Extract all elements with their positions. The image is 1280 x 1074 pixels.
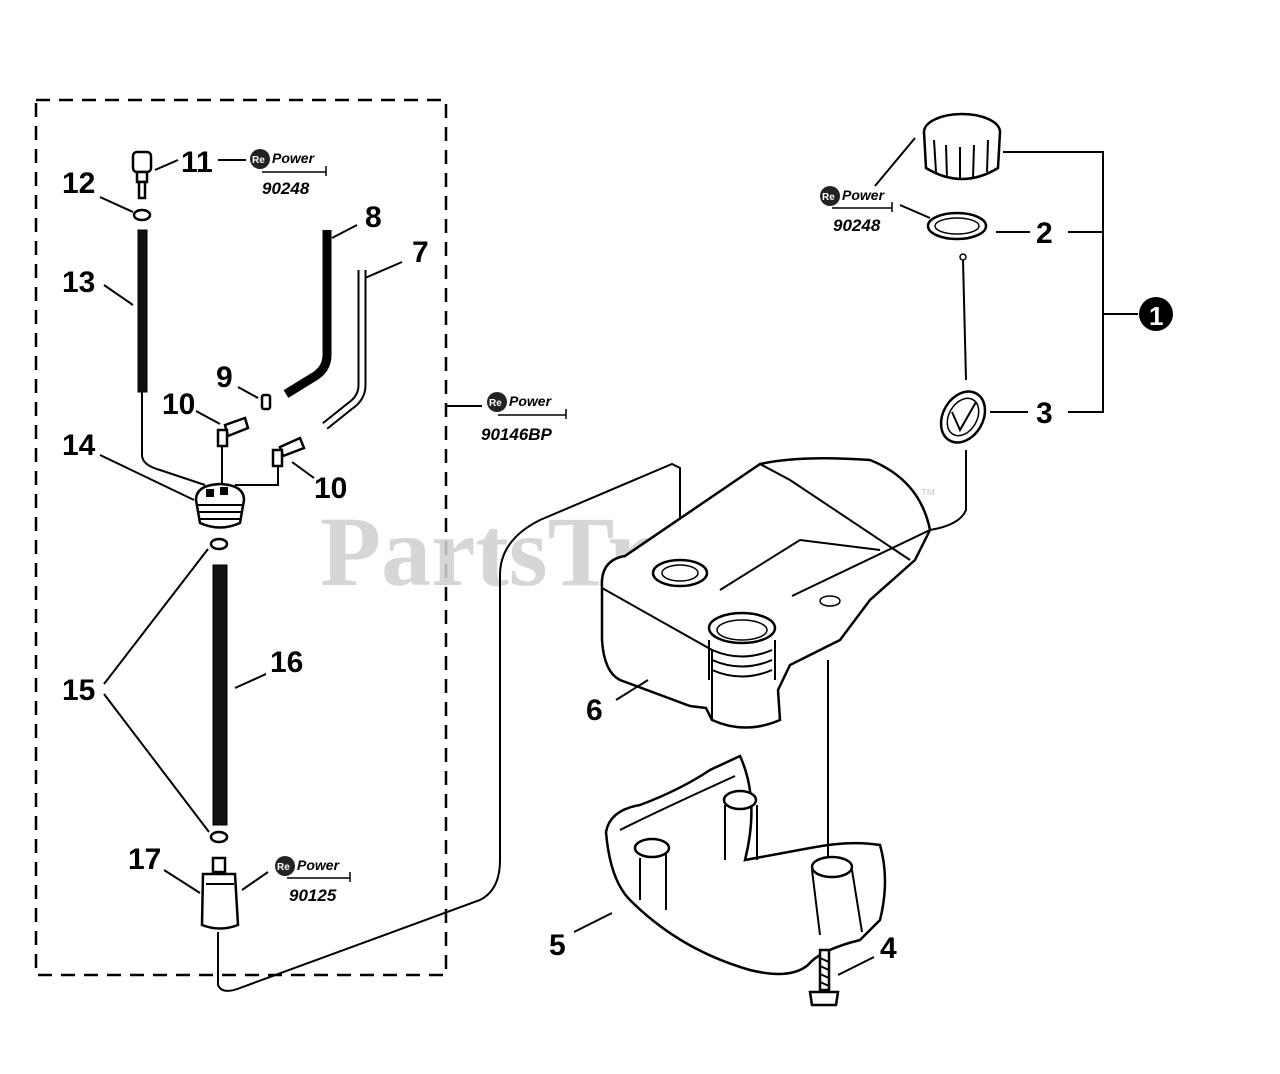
part-14-grommet[interactable] <box>194 482 246 529</box>
part-1-fuel-cap[interactable] <box>922 112 1002 181</box>
repower-ref-90146bp: 90146BP <box>481 425 553 444</box>
callout-11: 11 <box>181 146 213 179</box>
part-6-fuel-tank[interactable] <box>600 456 932 729</box>
repower-badge-17[interactable]: Re Power 90125 <box>275 856 351 905</box>
callout-6: 6 <box>586 694 603 727</box>
callout-15: 15 <box>62 674 95 707</box>
repower-badge-assembly[interactable]: Re Power 90146BP <box>446 392 567 444</box>
repower-ref-90248-b: 90248 <box>833 216 881 235</box>
callout-12: 12 <box>62 167 95 200</box>
part-11-vent-fitting[interactable] <box>131 150 153 200</box>
part-2-cap-gasket[interactable] <box>926 211 988 241</box>
callout-17: 17 <box>128 843 161 876</box>
part-13-vent-hose[interactable] <box>137 229 148 393</box>
repower-word: Power <box>842 187 886 203</box>
part-9-clip[interactable] <box>260 393 272 411</box>
callout-8: 8 <box>365 201 382 234</box>
callout-16: 16 <box>270 646 303 679</box>
part-5-tank-bracket[interactable] <box>604 754 887 976</box>
part-3-cap-tether[interactable] <box>932 253 994 450</box>
repower-badge-11[interactable]: Re Power 90248 <box>218 149 327 198</box>
repower-badge-2[interactable]: Re Power 90248 <box>820 137 931 235</box>
callout-3: 3 <box>1036 397 1053 430</box>
callout-1: 1 <box>1149 301 1163 331</box>
part-16-fuel-hose[interactable] <box>212 564 228 826</box>
part-10-elbow-upper[interactable] <box>216 416 250 448</box>
repower-prefix: Re <box>252 155 265 166</box>
repower-word: Power <box>509 393 553 409</box>
part-8-fuel-hose[interactable] <box>283 230 332 398</box>
part-17-fuel-filter[interactable] <box>200 856 240 930</box>
repower-ref-90248-a: 90248 <box>262 179 310 198</box>
callout-7: 7 <box>412 236 429 269</box>
part-15-o-ring-lower[interactable] <box>209 830 229 844</box>
repower-prefix: Re <box>822 192 835 203</box>
repower-word: Power <box>297 857 341 873</box>
callout-10-lower: 10 <box>314 472 347 505</box>
part-4-bolt[interactable] <box>808 948 840 1007</box>
callout-13: 13 <box>62 266 95 299</box>
repower-word: Power <box>272 150 316 166</box>
watermark-trademark: ™ <box>920 487 936 504</box>
part-12-o-ring[interactable] <box>132 208 152 222</box>
repower-prefix: Re <box>489 398 502 409</box>
callout-2: 2 <box>1036 217 1053 250</box>
part-15-o-ring-upper[interactable] <box>209 537 229 551</box>
part-10-elbow-lower[interactable] <box>271 436 306 468</box>
repower-prefix: Re <box>277 862 290 873</box>
assembly-callout-circle-1 <box>1139 297 1173 331</box>
callout-14: 14 <box>62 429 96 462</box>
callout-5: 5 <box>549 929 566 962</box>
callout-9: 9 <box>216 361 233 394</box>
callout-10-upper: 10 <box>162 388 195 421</box>
callout-4: 4 <box>880 932 897 965</box>
repower-ref-90125: 90125 <box>289 886 337 905</box>
